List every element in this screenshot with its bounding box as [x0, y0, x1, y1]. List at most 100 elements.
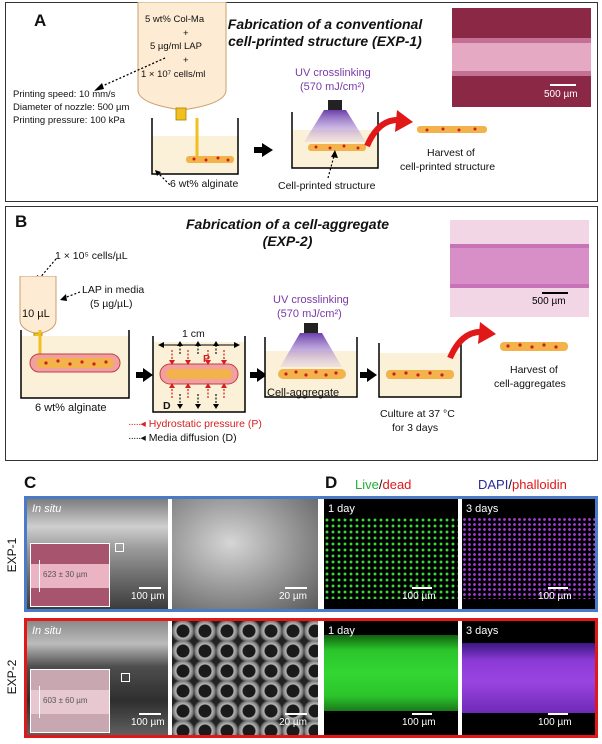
- culture-dish: [378, 343, 462, 398]
- panel-b-box: [5, 206, 598, 461]
- inset-exp2: 603 ± 60 µm: [30, 669, 110, 733]
- arrow-b-1: [143, 368, 153, 382]
- legend-diffusion-text: Media diffusion (D): [148, 432, 237, 444]
- live-label: Live: [355, 477, 379, 492]
- culture-time: for 3 days: [392, 422, 439, 434]
- exp1-frame: [24, 496, 598, 612]
- arrow-a-1-shaft: [254, 147, 263, 153]
- exp2-label: EXP-2: [5, 659, 19, 695]
- bioink-colma: 5 wt% Col-Ma: [145, 14, 205, 25]
- param-arrow: [94, 57, 166, 91]
- panel-a-title-line1: Fabrication of a conventional: [227, 16, 423, 32]
- exp1-day3: 3 days: [466, 503, 499, 515]
- inset-marker-exp2: [121, 673, 130, 682]
- printed-structure-arrow: [327, 150, 338, 179]
- uv-lamp-a: [291, 100, 379, 169]
- param-speed: Printing speed: 10 mm/s: [13, 89, 116, 100]
- exp2-day1: 1 day: [328, 625, 355, 637]
- exp2-frame: [24, 618, 598, 738]
- sem-exp1-low: In situ 623 ± 30 µm 100 µm: [27, 499, 168, 609]
- in-situ-exp2: In situ: [32, 625, 62, 637]
- arrow-b-1-shaft: [136, 372, 144, 378]
- legend-pressure-text: Hydrostatic pressure (P): [148, 418, 262, 430]
- bioink-plus-2: +: [183, 55, 189, 66]
- slash-1: /: [378, 477, 383, 492]
- exp1-width: 623 ± 30 µm: [43, 570, 88, 579]
- legend-pressure: ·····◂ Hydrostatic pressure (P): [128, 418, 262, 430]
- uv-b-dose: (570 mJ/cm²): [277, 308, 342, 320]
- dead-label: dead: [382, 477, 412, 492]
- lap-media: LAP in media: [82, 284, 145, 296]
- exp2-day3: 3 days: [466, 625, 499, 637]
- dapi-phalloidin-exp2: 3 days 100 µm: [462, 621, 595, 735]
- printed-structure-label: Cell-printed structure: [278, 180, 376, 192]
- harvest-b-line2: cell-aggregates: [494, 378, 566, 390]
- alginate-a: 6 wt% alginate: [170, 178, 239, 190]
- photo-exp2-aggregate: 500 µm: [450, 220, 589, 317]
- bioink-lap: 5 µg/ml LAP: [150, 41, 202, 52]
- sem-exp2-low: In situ 603 ± 60 µm 100 µm: [27, 621, 168, 735]
- dapi-phalloidin-exp1: 3 days 100 µm: [462, 499, 595, 609]
- uv-a-dose: (570 mJ/cm²): [300, 81, 365, 93]
- panel-a-letter: A: [34, 11, 47, 30]
- panel-a-title-line2: cell-printed structure (EXP-1): [228, 33, 422, 49]
- mold-b-initial: [20, 330, 130, 399]
- exp2-width: 603 ± 60 µm: [43, 696, 88, 705]
- p-label: P: [203, 353, 211, 365]
- panel-b-title-line1: Fabrication of a cell-aggregate: [185, 216, 390, 232]
- arrow-b-3-shaft: [360, 372, 368, 378]
- length-label: 1 cm: [182, 328, 205, 340]
- lap-arrow: [60, 291, 81, 301]
- uv-a-label: UV crosslinking: [295, 67, 371, 79]
- alginate-arrow-a: [155, 170, 172, 187]
- inset-marker-exp1: [115, 543, 124, 552]
- panel-a-syringe: [137, 2, 227, 121]
- dapi-label: DAPI: [478, 477, 509, 492]
- alginate-b: 6 wt% alginate: [35, 402, 107, 414]
- arrow-a-1: [262, 143, 273, 157]
- panel-d-letter: D: [325, 473, 338, 492]
- legend-diffusion: ·····◂ Media diffusion (D): [128, 432, 237, 444]
- bath-a-printing: [151, 118, 239, 175]
- photo-exp1-structure: 500 µm: [452, 8, 591, 107]
- live-dead-exp2: 1 day 100 µm: [324, 621, 458, 735]
- bioink-cells: 1 × 10⁷ cells/ml: [141, 69, 206, 80]
- harvest-arrow-b: [447, 322, 496, 360]
- pipette-volume: 10 µL: [22, 308, 50, 320]
- exp1-label: EXP-1: [5, 537, 19, 573]
- aggregate-label: Cell-aggregate: [267, 387, 340, 399]
- panel-c-letter: C: [24, 473, 37, 492]
- arrow-b-3: [367, 368, 377, 382]
- phalloidin-label: phalloidin: [511, 477, 567, 492]
- harvest-a-line2: cell-printed structure: [400, 161, 496, 173]
- in-situ-exp1: In situ: [32, 503, 62, 515]
- panel-b-letter: B: [15, 212, 28, 231]
- slash-2: /: [508, 477, 512, 492]
- inset-exp1: 623 ± 30 µm: [30, 543, 110, 607]
- mold-b-pressure: [152, 336, 246, 413]
- panel-d-header-2: DAPI/phalloidin: [478, 477, 567, 492]
- param-pressure: Printing pressure: 100 kPa: [13, 115, 125, 126]
- exp1-day1: 1 day: [328, 503, 355, 515]
- harvested-aggregate: [500, 342, 568, 351]
- uv-mold-b: [264, 323, 358, 398]
- bioink-plus-1: +: [183, 28, 189, 39]
- d-label: D: [163, 400, 171, 412]
- culture-temp: Culture at 37 °C: [380, 408, 455, 420]
- panel-b-title: Fabrication of a cell-aggregate (EXP-2): [175, 216, 400, 250]
- harvest-arrow-a: [364, 110, 413, 148]
- harvested-fiber-a: [417, 126, 487, 133]
- sem-exp2-high: 20 µm: [172, 621, 318, 735]
- arrow-b-2: [257, 368, 267, 382]
- cell-density: 1 × 10⁵ cells/µL: [55, 250, 128, 262]
- harvest-b-line1: Harvest of: [510, 364, 558, 376]
- live-dead-exp1: 1 day 100 µm: [324, 499, 458, 609]
- panel-d-header: Live/dead: [355, 477, 411, 492]
- panel-a-box: [5, 2, 598, 202]
- panel-a-title: Fabrication of a conventional cell-print…: [215, 16, 435, 50]
- param-nozzle: Diameter of nozzle: 500 µm: [13, 102, 130, 113]
- panel-b-title-line2: (EXP-2): [262, 233, 313, 249]
- harvest-a-line1: Harvest of: [427, 147, 475, 159]
- uv-b-label: UV crosslinking: [273, 294, 349, 306]
- length-marker: [158, 342, 240, 348]
